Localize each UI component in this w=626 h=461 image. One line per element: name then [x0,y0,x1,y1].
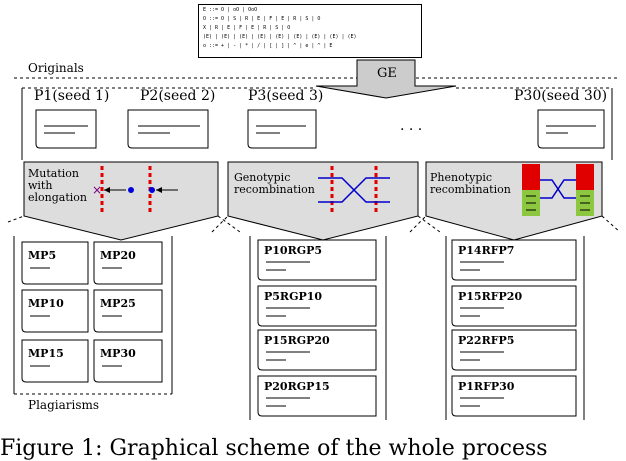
plagiarisms-label: Plagiarisms [28,398,100,412]
plagiarism-label: P1RFP30 [458,380,515,393]
method-label-line: Phenotypic [430,171,493,184]
mutation-method-label: Mutation with elongation [28,168,87,204]
plagiarism-label: MP20 [100,249,136,262]
ellipsis: . . . [400,118,423,134]
plagiarism-label: MP25 [100,297,136,310]
phenotypic-method-label: Phenotypic recombination [430,172,511,196]
method-label-line: recombination [234,183,315,196]
originals-label: Originals [28,61,84,75]
ge-label: GE [377,66,397,81]
plagiarism-label: P5RGP10 [264,290,323,303]
original-label-p1: P1(seed 1) [34,88,110,104]
plagiarism-label: P22RFP5 [458,334,515,347]
phenotypic-doc-frames [451,239,577,417]
grammar-box: E ::= O | oO | OoO O ::= O | S | R | E |… [198,4,422,58]
plagiarism-label: P15RGP20 [264,334,330,347]
original-doc-2 [127,109,209,149]
method-label-line: recombination [430,183,511,196]
plagiarism-label: P20RGP15 [264,380,330,393]
genotypic-doc-frames [257,239,377,417]
plagiarism-label: P15RFP20 [458,290,523,303]
plagiarism-label: MP10 [28,297,64,310]
ge-arrow [315,59,457,99]
method-label-line: Mutation [28,167,79,180]
original-doc-3 [247,109,317,149]
grammar-line: o ::= + | - | * | / | [ | ] | ^ | e | ^ … [203,43,333,49]
method-label-line: Genotypic [234,171,291,184]
plagiarism-label: P10RGP5 [264,244,323,257]
plagiarism-label: P14RFP7 [458,244,515,257]
method-label-line: elongation [28,191,87,204]
original-label-p2: P2(seed 2) [140,88,216,104]
grammar-line: X | R | E | F | E | R | S | O [203,25,291,31]
mutation-method-shape [23,161,219,241]
plagiarism-label: MP5 [28,249,57,262]
original-label-p3: P3(seed 3) [248,88,324,104]
method-label-line: with [28,179,53,192]
figure-caption: Figure 1: Graphical scheme of the whole … [0,436,548,461]
grammar-line: E ::= O | oO | OoO [203,7,258,13]
plagiarism-label: MP15 [28,347,64,360]
original-doc-30 [537,109,605,149]
grammar-line: O ::= O | S | R | E | F | E | R | S | O [203,16,321,22]
genotypic-method-label: Genotypic recombination [234,172,315,196]
plagiarism-label: MP30 [100,347,136,360]
original-doc-1 [35,109,97,149]
mutation-doc-frames [21,241,163,383]
phenotypic-method-shape [425,161,603,241]
grammar-line: (E) | (E) | (E) | (E) | (E) | (E) | (E) … [203,34,357,40]
genotypic-method-shape [227,161,419,241]
original-label-p30: P30(seed 30) [514,88,608,104]
svg-text:×: × [92,183,102,197]
